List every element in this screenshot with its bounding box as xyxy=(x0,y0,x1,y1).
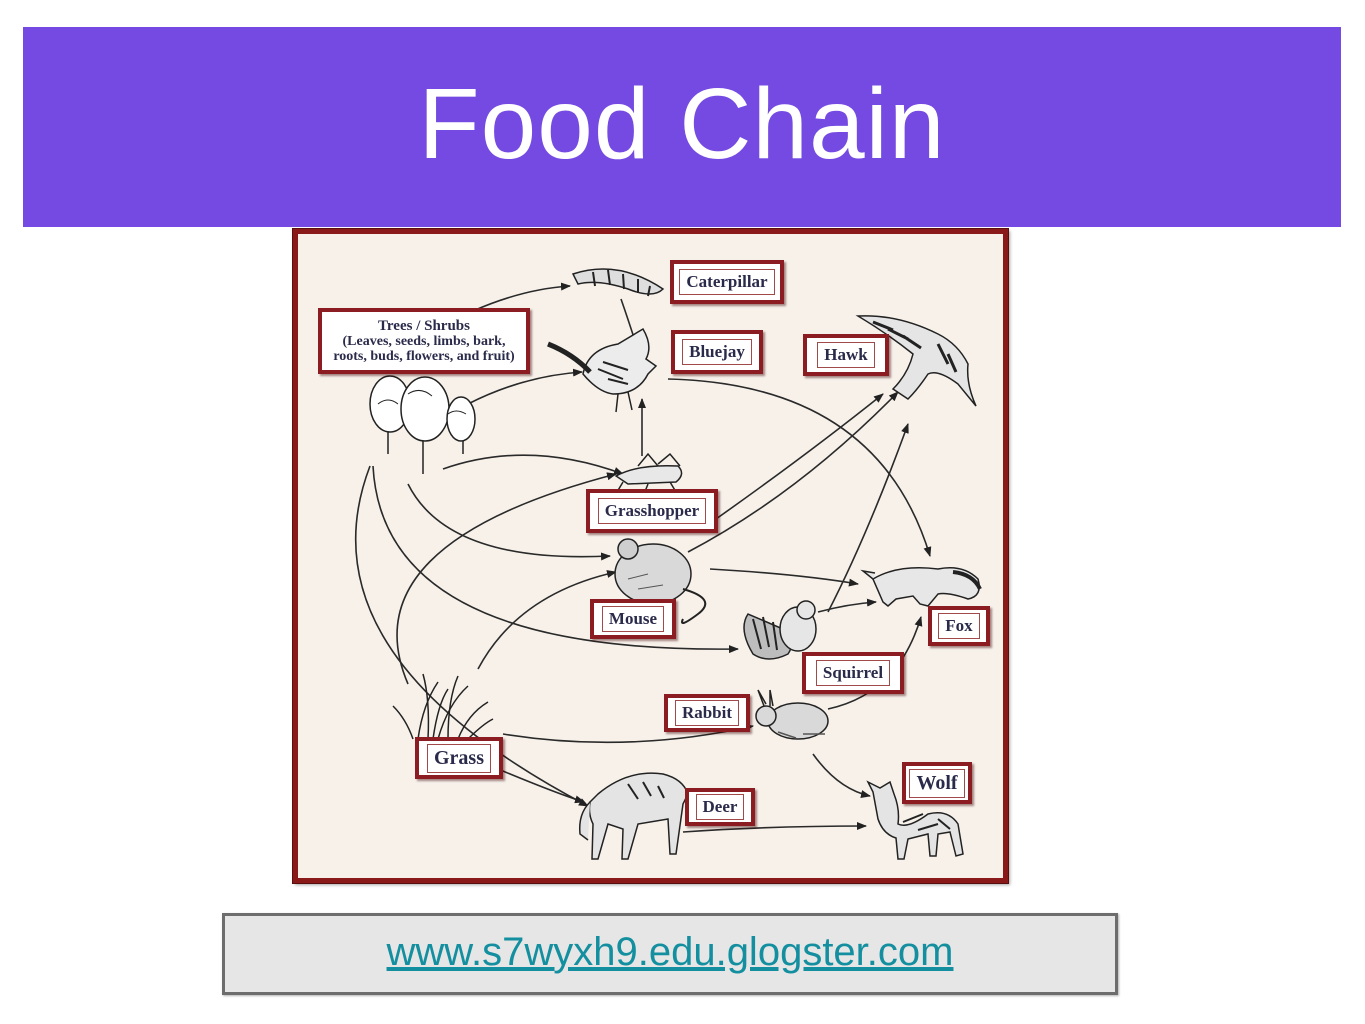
arrow-grasshopper-hawk xyxy=(715,393,884,520)
arrow-bluejay-fox xyxy=(667,378,932,557)
grasshopper-icon xyxy=(614,452,683,495)
caterpillar-label: Caterpillar xyxy=(679,269,775,295)
label-mouse: Mouse xyxy=(590,599,676,639)
squirrel-icon xyxy=(743,600,817,660)
arrow-grass-mouse xyxy=(477,570,617,670)
arrow-trees-mouse xyxy=(407,483,611,561)
label-bluejay: Bluejay xyxy=(671,330,763,374)
source-link[interactable]: www.s7wyxh9.edu.glogster.com xyxy=(386,929,954,974)
deer-icon xyxy=(578,772,689,860)
arrow-deer-wolf xyxy=(682,822,867,833)
rabbit-label: Rabbit xyxy=(674,700,740,726)
squirrel-label: Squirrel xyxy=(815,660,891,686)
label-hawk: Hawk xyxy=(803,334,889,376)
trees-label-line-2: (Leaves, seeds, limbs, bark, xyxy=(342,333,506,349)
label-rabbit: Rabbit xyxy=(664,694,750,732)
trees-label-line-3: roots, buds, flowers, and fruit) xyxy=(333,348,515,364)
arrow-trees-squirrel xyxy=(372,465,739,654)
rabbit-icon xyxy=(755,689,829,740)
bluejay-label: Bluejay xyxy=(682,339,752,365)
caterpillar-icon xyxy=(571,268,665,297)
food-chain-diagram: Trees / Shrubs (Leaves, seeds, limbs, ba… xyxy=(292,228,1009,884)
arrow-mouse-fox xyxy=(709,568,859,587)
label-grasshopper: Grasshopper xyxy=(586,489,718,533)
label-grass: Grass xyxy=(415,737,503,779)
arrow-grass-grasshopper xyxy=(396,472,617,685)
hawk-icon xyxy=(855,315,977,407)
trees-label-line-1: Trees / Shrubs xyxy=(378,317,470,334)
grasshopper-label: Grasshopper xyxy=(597,498,707,524)
grass-label: Grass xyxy=(427,743,491,773)
grass-icon xyxy=(392,673,494,740)
label-wolf: Wolf xyxy=(902,762,972,804)
arrow-trees-grasshopper xyxy=(442,454,624,475)
title-bar: Food Chain xyxy=(23,27,1341,227)
fox-icon xyxy=(860,567,982,607)
fox-label: Fox xyxy=(938,613,980,639)
label-fox: Fox xyxy=(928,606,990,646)
arrow-rabbit-wolf xyxy=(812,753,871,798)
arrow-trees-caterpillar xyxy=(472,282,571,312)
label-deer: Deer xyxy=(685,788,755,826)
wolf-icon xyxy=(866,780,964,860)
wolf-label: Wolf xyxy=(909,768,965,798)
label-trees-shrubs: Trees / Shrubs (Leaves, seeds, limbs, ba… xyxy=(318,308,530,374)
bluejay-icon xyxy=(547,327,658,413)
mouse-icon xyxy=(614,538,707,624)
arrow-grass-rabbit xyxy=(502,724,754,744)
arrow-mouse-hawk xyxy=(687,391,899,553)
source-link-box: www.s7wyxh9.edu.glogster.com xyxy=(222,913,1118,995)
label-caterpillar: Caterpillar xyxy=(670,260,784,304)
trees-icon xyxy=(369,375,476,474)
mouse-label: Mouse xyxy=(601,606,665,632)
hawk-label: Hawk xyxy=(817,342,875,368)
deer-label: Deer xyxy=(695,794,745,820)
food-web-arrows xyxy=(355,268,982,860)
label-squirrel: Squirrel xyxy=(802,652,904,694)
slide-title: Food Chain xyxy=(418,67,946,180)
arrow-trees-deer xyxy=(355,465,589,807)
arrow-squirrel-hawk xyxy=(827,423,909,613)
arrow-squirrel-fox xyxy=(817,598,877,613)
arrow-trees-bluejay xyxy=(467,368,583,405)
arrow-grass-deer xyxy=(497,768,585,804)
